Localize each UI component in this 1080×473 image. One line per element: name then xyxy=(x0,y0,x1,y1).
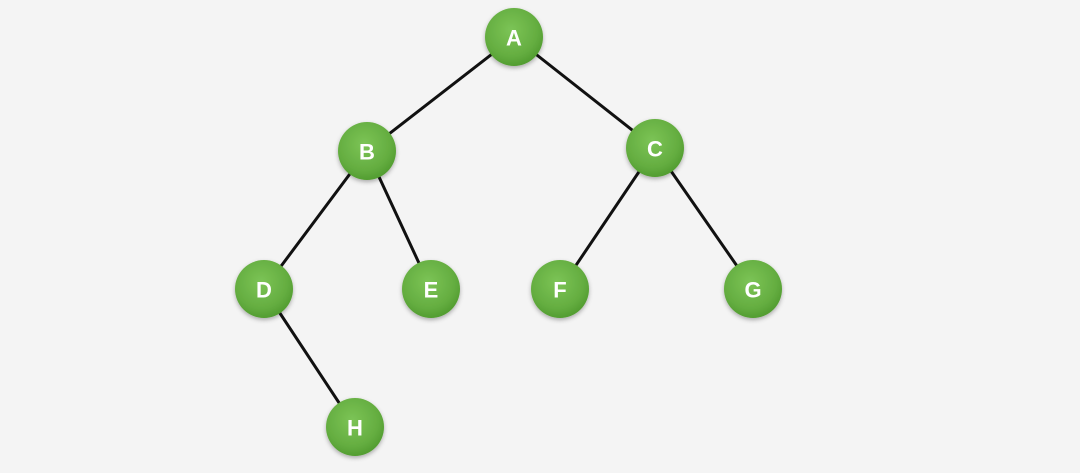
node-label-c: C xyxy=(647,137,663,162)
tree-node-d: D xyxy=(235,260,293,318)
node-circle-e xyxy=(402,260,460,318)
node-label-b: B xyxy=(359,140,375,165)
node-label-a: A xyxy=(506,26,522,51)
edge-a-c xyxy=(512,35,657,150)
tree-node-e: E xyxy=(402,260,460,318)
tree-node-h: H xyxy=(326,398,384,456)
edges-layer xyxy=(262,35,755,429)
tree-node-g: G xyxy=(724,260,782,318)
node-circle-d xyxy=(235,260,293,318)
edge-a-b xyxy=(365,35,516,153)
nodes-layer: A B C D E F G H xyxy=(235,8,782,456)
tree-node-f: F xyxy=(531,260,589,318)
node-label-h: H xyxy=(347,416,363,441)
node-label-f: F xyxy=(553,278,566,303)
node-circle-b xyxy=(338,122,396,180)
node-circle-g xyxy=(724,260,782,318)
node-circle-c xyxy=(626,119,684,177)
node-circle-a xyxy=(485,8,543,66)
tree-node-a: A xyxy=(485,8,543,66)
node-label-g: G xyxy=(744,278,761,303)
node-circle-f xyxy=(531,260,589,318)
node-label-e: E xyxy=(424,278,439,303)
node-label-d: D xyxy=(256,278,272,303)
node-circle-h xyxy=(326,398,384,456)
tree-node-c: C xyxy=(626,119,684,177)
tree-node-b: B xyxy=(338,122,396,180)
